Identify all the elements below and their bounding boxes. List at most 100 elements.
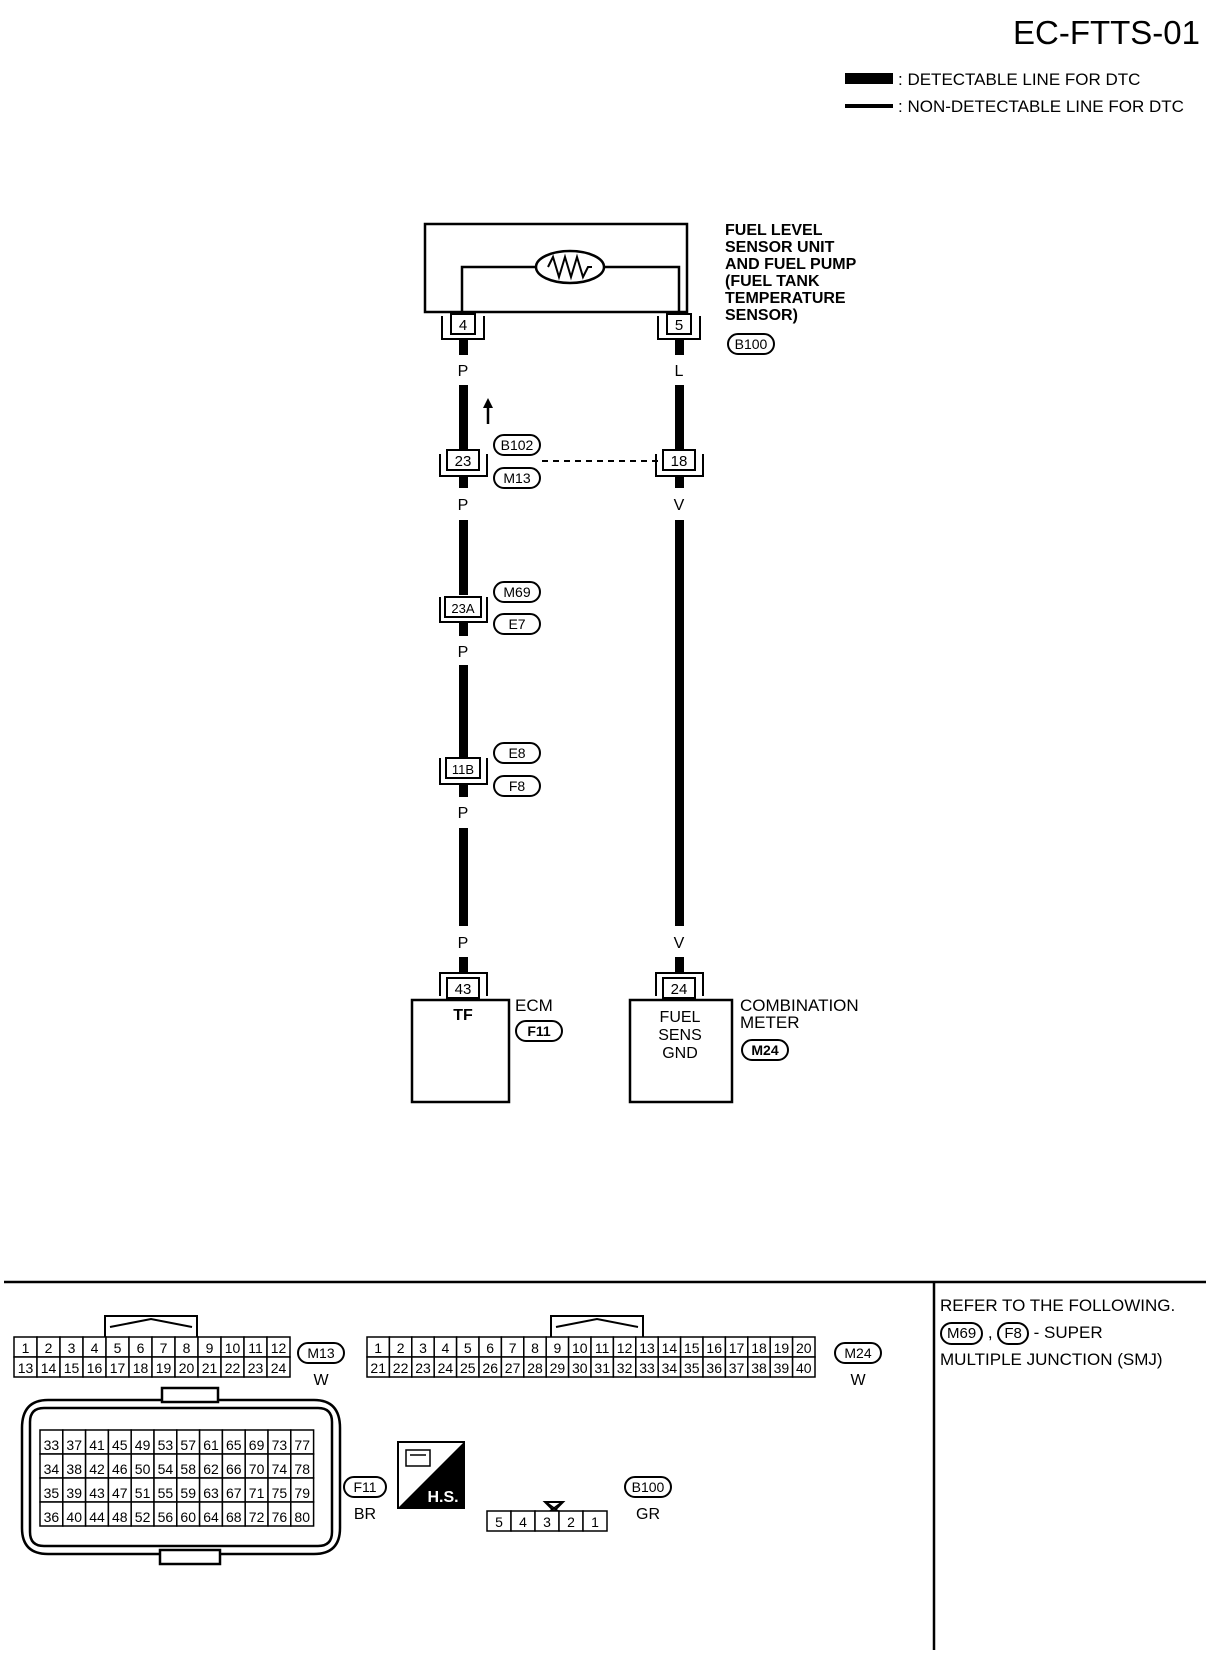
connector-name-e7: E7	[508, 616, 525, 632]
fuel-level-sensor-unit: FUEL LEVEL SENSOR UNIT AND FUEL PUMP (FU…	[423, 222, 857, 355]
pin-cell	[266, 1356, 291, 1378]
connector-f11-bottom-tab	[158, 1548, 222, 1566]
pin-number: 33	[639, 1360, 655, 1376]
connector-latch	[104, 1315, 198, 1337]
note-line-1: REFER TO THE FOLLOWING.	[940, 1296, 1176, 1315]
meter-connector-badge	[741, 1039, 789, 1061]
pin-number: 42	[89, 1461, 105, 1477]
pin-number: 73	[272, 1437, 288, 1453]
pin-number: 27	[505, 1360, 521, 1376]
pin-number: 57	[180, 1437, 196, 1453]
b100-name: B100	[632, 1479, 665, 1495]
note-super: - SUPER	[1033, 1323, 1103, 1342]
wire-segment	[675, 385, 684, 450]
pin-number: 35	[44, 1485, 60, 1501]
pin-number: 6	[137, 1340, 145, 1356]
m13-name: M13	[307, 1345, 334, 1361]
pin-number: 58	[180, 1461, 196, 1477]
pin-box-23a	[444, 596, 482, 618]
up-arrow-icon	[483, 398, 493, 408]
thermistor-body	[534, 249, 606, 285]
ecm-terminal-label: TF	[453, 1007, 473, 1024]
pin-number: 71	[249, 1485, 265, 1501]
pin-number: 21	[370, 1360, 386, 1376]
ecm-connector-name: F11	[527, 1023, 551, 1039]
pin-number: 23	[415, 1360, 431, 1376]
pin-number: 2	[567, 1514, 575, 1530]
connector-f11-shell-inner	[20, 1398, 342, 1556]
pin-number: 16	[706, 1340, 722, 1356]
pin-number: 43	[89, 1485, 105, 1501]
pin-number: 38	[66, 1461, 82, 1477]
pin-number: 72	[249, 1509, 265, 1525]
meter-terminal-label: GND	[662, 1045, 698, 1062]
wire-segment	[459, 476, 468, 488]
pin-number: 1	[374, 1340, 382, 1356]
connector-name-f8: F8	[509, 778, 526, 794]
legend-non-detectable-swatch	[845, 104, 893, 108]
pin-number: 32	[617, 1360, 633, 1376]
pin-18: 18	[671, 453, 688, 470]
pin-number: 8	[183, 1340, 191, 1356]
pin-box-24	[662, 977, 696, 999]
pin-number: 24	[271, 1360, 287, 1376]
pin-cell	[582, 1510, 608, 1532]
pin-number: 13	[639, 1340, 655, 1356]
m13-color: W	[313, 1372, 329, 1389]
sensor-label-line: TEMPERATURE	[725, 290, 846, 307]
wire-segment	[459, 784, 468, 797]
pin-number: 41	[89, 1437, 105, 1453]
wire-segment	[459, 957, 468, 974]
pin-number: 1	[22, 1340, 30, 1356]
meter-box	[628, 998, 734, 1104]
sensor-label-line: (FUEL TANK	[725, 273, 820, 290]
pin-number: 4	[519, 1514, 527, 1530]
pin-number: 78	[294, 1461, 310, 1477]
sensor-label-line: AND FUEL PUMP	[725, 256, 857, 273]
pin-number: 23	[248, 1360, 264, 1376]
ecm: TF ECM F11	[410, 996, 563, 1104]
pin-number: 2	[45, 1340, 53, 1356]
pin-number: 56	[158, 1509, 174, 1525]
sensor-label-line: FUEL LEVEL	[725, 222, 823, 239]
pin-number: 12	[617, 1340, 633, 1356]
pin-number: 4	[442, 1340, 450, 1356]
page-title: EC-FTTS-01	[1012, 14, 1200, 51]
pin-number: 74	[272, 1461, 288, 1477]
pin-number: 79	[294, 1485, 310, 1501]
pin-number: 9	[206, 1340, 214, 1356]
pin-box-5	[666, 313, 692, 335]
pin-number: 9	[554, 1340, 562, 1356]
connector-f11-shell	[28, 1406, 334, 1548]
connector-name-m69: M69	[503, 584, 530, 600]
wire-segment	[459, 622, 468, 636]
wire-segment	[675, 339, 684, 355]
pin-number: 65	[226, 1437, 242, 1453]
connector-badge-m69	[493, 581, 541, 603]
pin-number: 11	[595, 1340, 610, 1356]
pin-number: 64	[203, 1509, 219, 1525]
wire-color-p: P	[458, 497, 469, 514]
pin-number: 19	[774, 1340, 790, 1356]
pin-number: 20	[179, 1360, 195, 1376]
pin-11b: 11B	[452, 762, 474, 777]
b100-label: B100 GR	[624, 1476, 672, 1523]
pin-number: 21	[202, 1360, 218, 1376]
m13-label: M13 W	[297, 1342, 345, 1389]
connector-f11-top-tab	[160, 1386, 220, 1404]
pin-number: 70	[249, 1461, 265, 1477]
pin-number: 14	[41, 1360, 57, 1376]
wire-color-p: P	[458, 935, 469, 952]
thermistor-icon	[547, 253, 592, 281]
m24-name: M24	[844, 1345, 871, 1361]
ecm-label: ECM	[515, 996, 553, 1015]
pin-number: 29	[550, 1360, 566, 1376]
pin-number: 5	[114, 1340, 122, 1356]
pin-number: 22	[225, 1360, 241, 1376]
pin-23: 23	[455, 453, 472, 470]
wire-color-p: P	[458, 644, 469, 661]
legend-non-detectable-text: : NON-DETECTABLE LINE FOR DTC	[898, 97, 1184, 116]
